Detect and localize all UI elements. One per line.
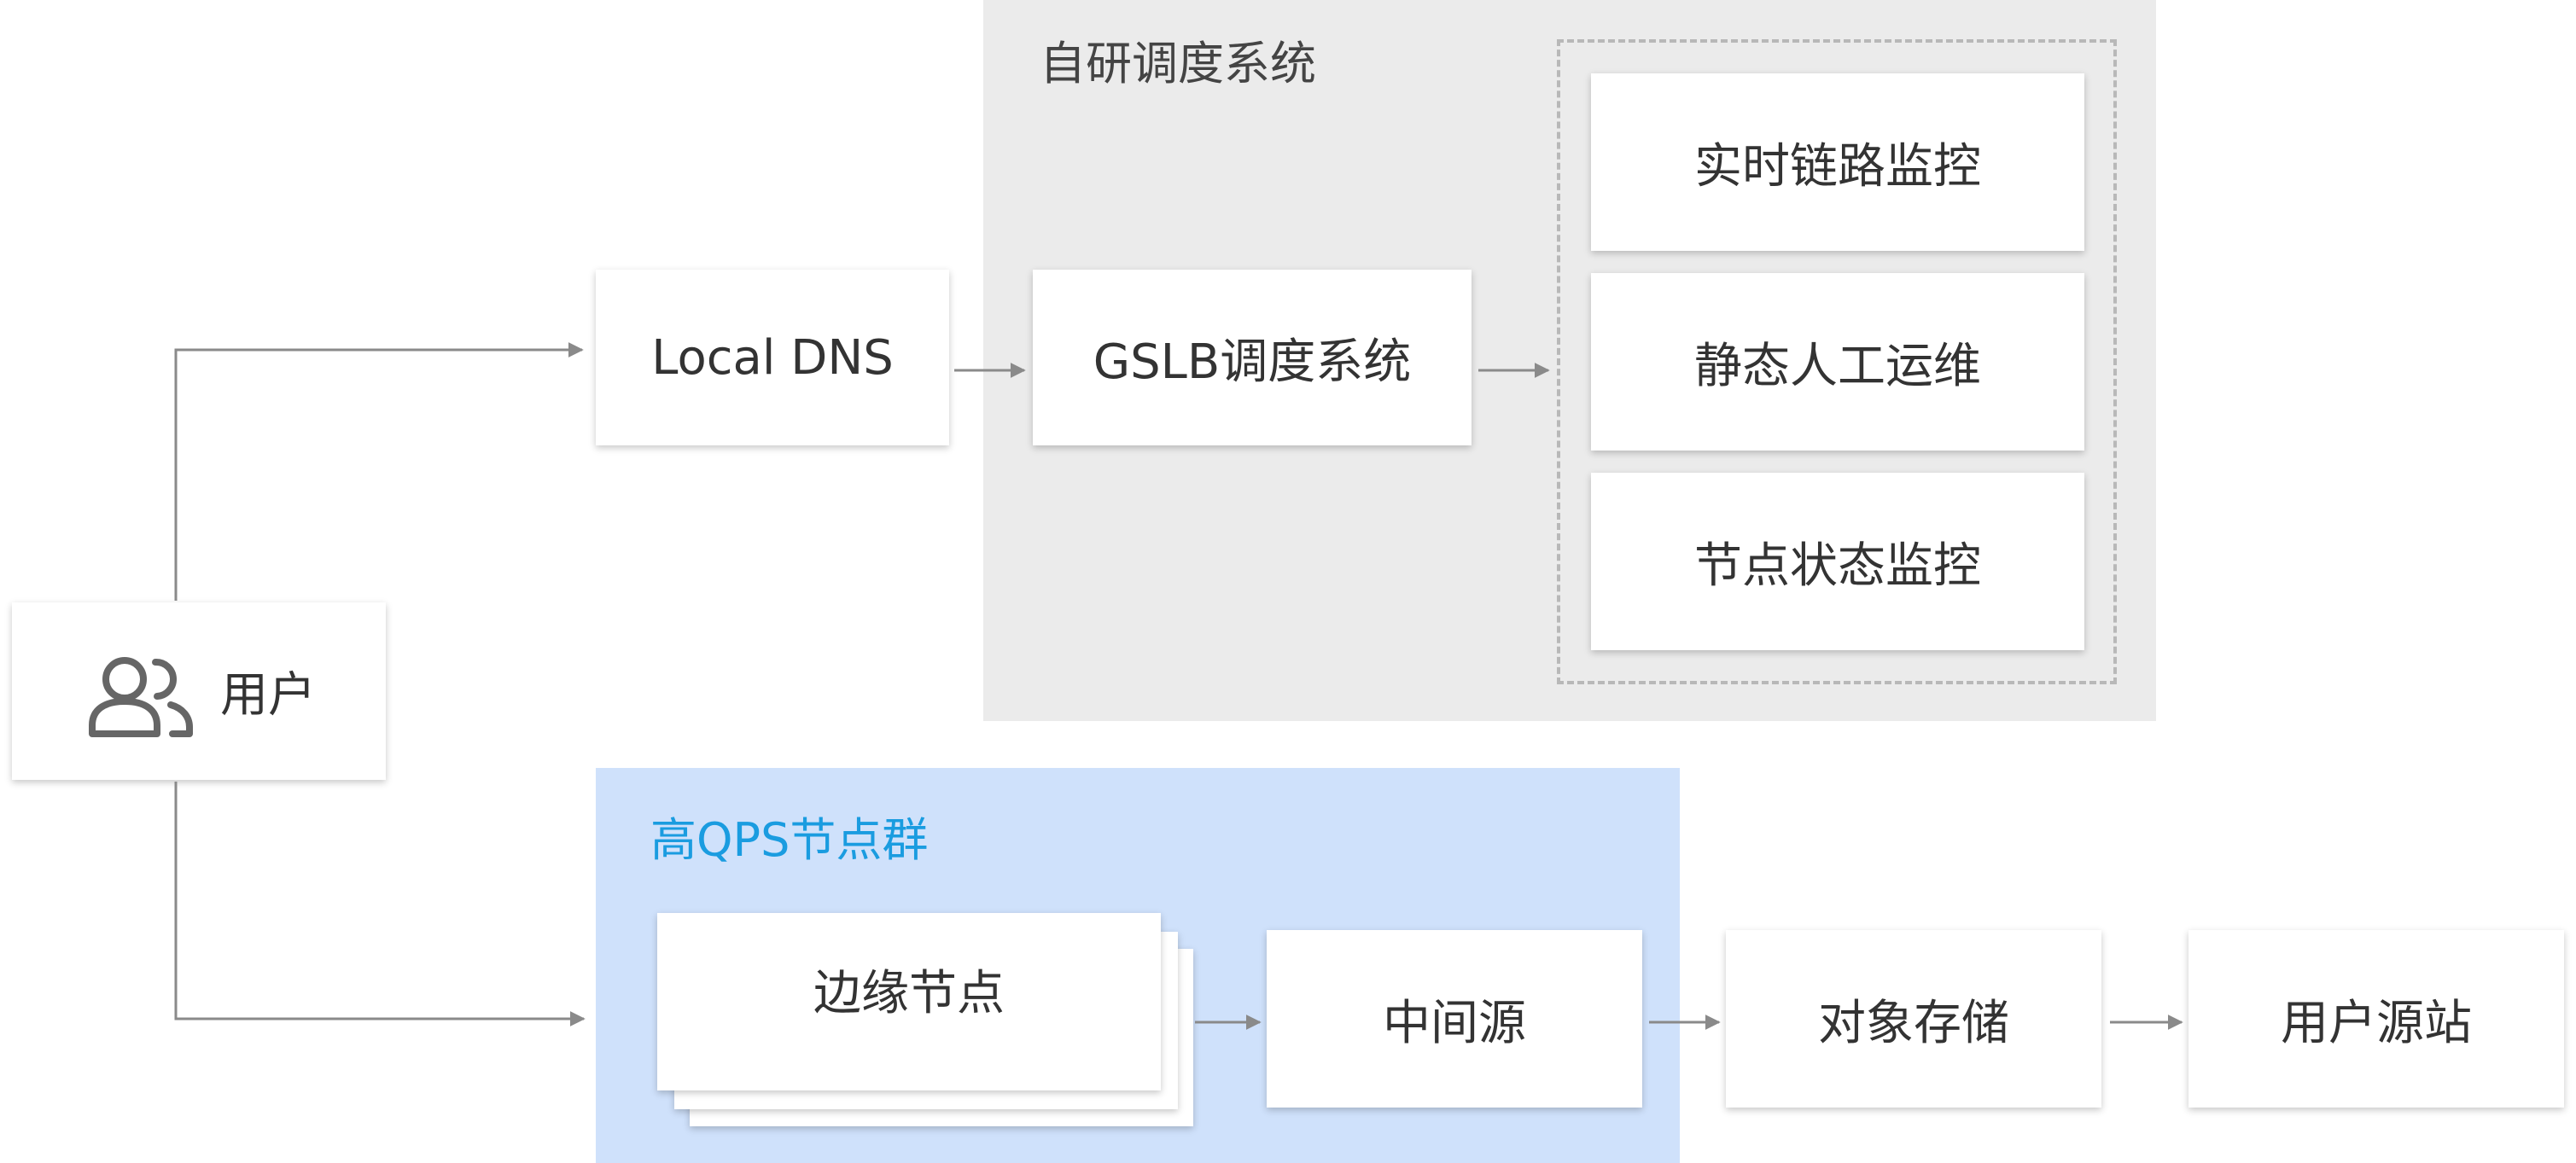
scheduling-system-title: 自研调度系统 [1040,37,1316,90]
edge-node[interactable]: 边缘节点 [657,913,1161,1090]
arrow-user-to-local-dns [174,342,584,601]
users-icon [89,657,193,737]
user-origin-node[interactable]: 用户源站 [2188,930,2564,1108]
node-cluster-title: 高QPS节点群 [650,813,929,867]
realtime-link-monitor-node[interactable]: 实时链路监控 [1591,73,2084,251]
gslb-node[interactable]: GSLB调度系统 [1033,270,1472,445]
node-status-monitor-node[interactable]: 节点状态监控 [1591,473,2084,650]
monitor-group [1557,39,2117,684]
arrow-user-to-edge-node [174,782,586,1026]
user-label: 用户 [220,667,316,724]
static-manual-ops-node[interactable]: 静态人工运维 [1591,273,2084,451]
object-storage-node[interactable]: 对象存储 [1726,930,2101,1108]
local-dns-node[interactable]: Local DNS [596,270,949,445]
middle-origin-node[interactable]: 中间源 [1267,930,1642,1108]
user-node[interactable]: 用户 [12,602,386,780]
